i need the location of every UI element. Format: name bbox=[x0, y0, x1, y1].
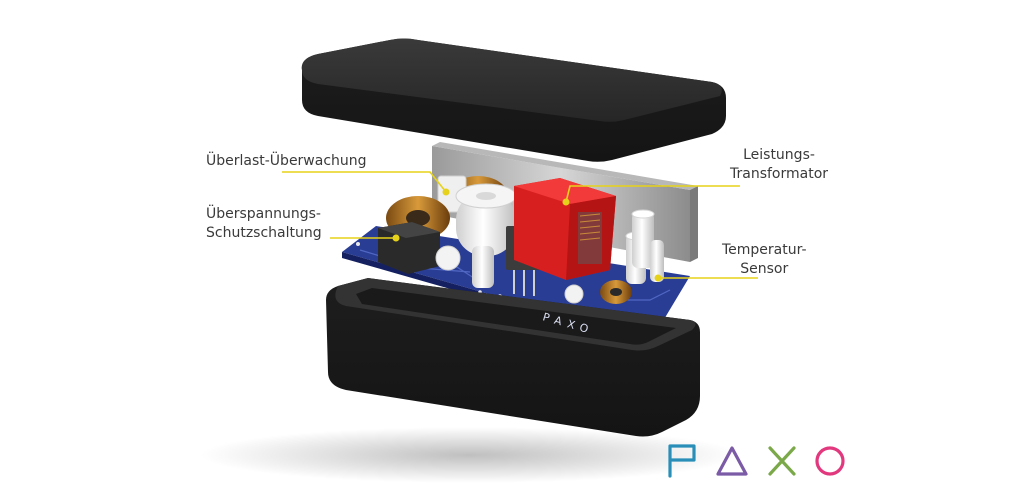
callout-label-overload: Überlast-Überwachung bbox=[206, 153, 367, 169]
electrolytic-capacitor bbox=[455, 183, 517, 256]
power-transformer bbox=[514, 178, 616, 280]
top-lid bbox=[301, 38, 726, 162]
floor-shadow bbox=[200, 427, 740, 483]
callout-line-overload bbox=[282, 171, 447, 193]
callout-label-surge: Überspannungs- Schutzschaltung bbox=[206, 206, 322, 241]
callout-dot-surge bbox=[392, 234, 400, 242]
callout-dot-transformer bbox=[562, 198, 570, 206]
logo-letter-a bbox=[716, 446, 748, 476]
logo-letter-o bbox=[815, 446, 845, 476]
callout-label-transformer: Leistungs- Transformator bbox=[730, 147, 829, 182]
small-capacitor bbox=[472, 246, 494, 288]
temperature-sensor bbox=[625, 209, 664, 284]
toroid-inductor bbox=[600, 280, 632, 304]
callout-lines bbox=[282, 171, 758, 279]
logo-letter-x bbox=[768, 446, 796, 476]
logo-letter-p bbox=[668, 444, 696, 478]
callout-dot-overload bbox=[442, 188, 450, 196]
disc-capacitor bbox=[435, 245, 461, 271]
paxo-logo bbox=[668, 444, 845, 478]
small-disc-capacitor bbox=[564, 284, 584, 304]
callout-label-temperature: Temperatur- Sensor bbox=[722, 242, 807, 277]
surge-protection-block bbox=[378, 222, 440, 274]
callout-line-transformer bbox=[565, 185, 740, 203]
bottom-case bbox=[326, 278, 700, 437]
callout-dot-temperature bbox=[654, 274, 662, 282]
